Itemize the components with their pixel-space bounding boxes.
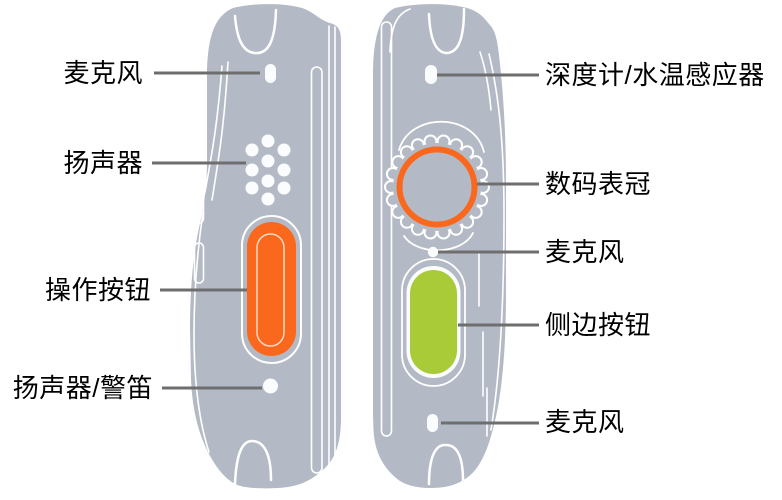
- right-bottom-lug-notch: [427, 443, 465, 486]
- label-speaker: 扬声器: [63, 148, 143, 178]
- left-side-slot-1: [193, 189, 205, 224]
- crown-guard-arc-bottom: [403, 232, 474, 252]
- label-side-button: 侧边按钮: [545, 310, 652, 340]
- left-watch-detail-lines: [193, 25, 336, 474]
- microphone-port-middle-right: [427, 246, 439, 258]
- left-band-slot: [310, 66, 323, 474]
- label-microphone-bottom-right: 麦克风: [545, 407, 625, 437]
- label-speaker-siren: 扬声器/警笛: [12, 373, 153, 403]
- action-button-orange: [247, 222, 296, 356]
- digital-crown: [384, 120, 490, 252]
- side-button: [401, 258, 466, 387]
- action-button: [241, 215, 302, 364]
- left-watch-side-view: [190, 4, 341, 489]
- side-button-green: [410, 270, 457, 374]
- depth-gauge-sensor-port: [425, 65, 437, 84]
- speaker-grille: [245, 134, 291, 206]
- label-microphone-middle-right: 麦克风: [545, 237, 625, 267]
- label-digital-crown: 数码表冠: [545, 169, 652, 199]
- crown-orange-ring: [396, 146, 478, 228]
- left-bottom-lug-notch: [233, 439, 273, 486]
- label-microphone-top-left: 麦克风: [63, 58, 143, 88]
- side-button-recess-outline: [401, 258, 466, 387]
- right-watch-detail-lines: [380, 8, 505, 437]
- leader-lines: [152, 71, 539, 425]
- microphone-port-top-left: [265, 64, 276, 83]
- right-watch-body: [373, 4, 506, 488]
- left-side-slot-2: [193, 242, 205, 284]
- microphone-port-bottom-right: [427, 414, 438, 432]
- action-button-inner-line: [256, 233, 285, 347]
- left-top-lug-notch: [233, 8, 278, 55]
- label-depth-gauge-water-temp-sensor: 深度计/水温感应器: [545, 60, 765, 90]
- right-band-slot: [380, 21, 393, 437]
- crown-guard-arc-top: [398, 120, 485, 153]
- right-top-lug-notch: [427, 7, 466, 55]
- label-action-button: 操作按钮: [44, 275, 151, 305]
- speaker-siren-port: [263, 378, 278, 394]
- right-watch-side-view: [373, 4, 506, 488]
